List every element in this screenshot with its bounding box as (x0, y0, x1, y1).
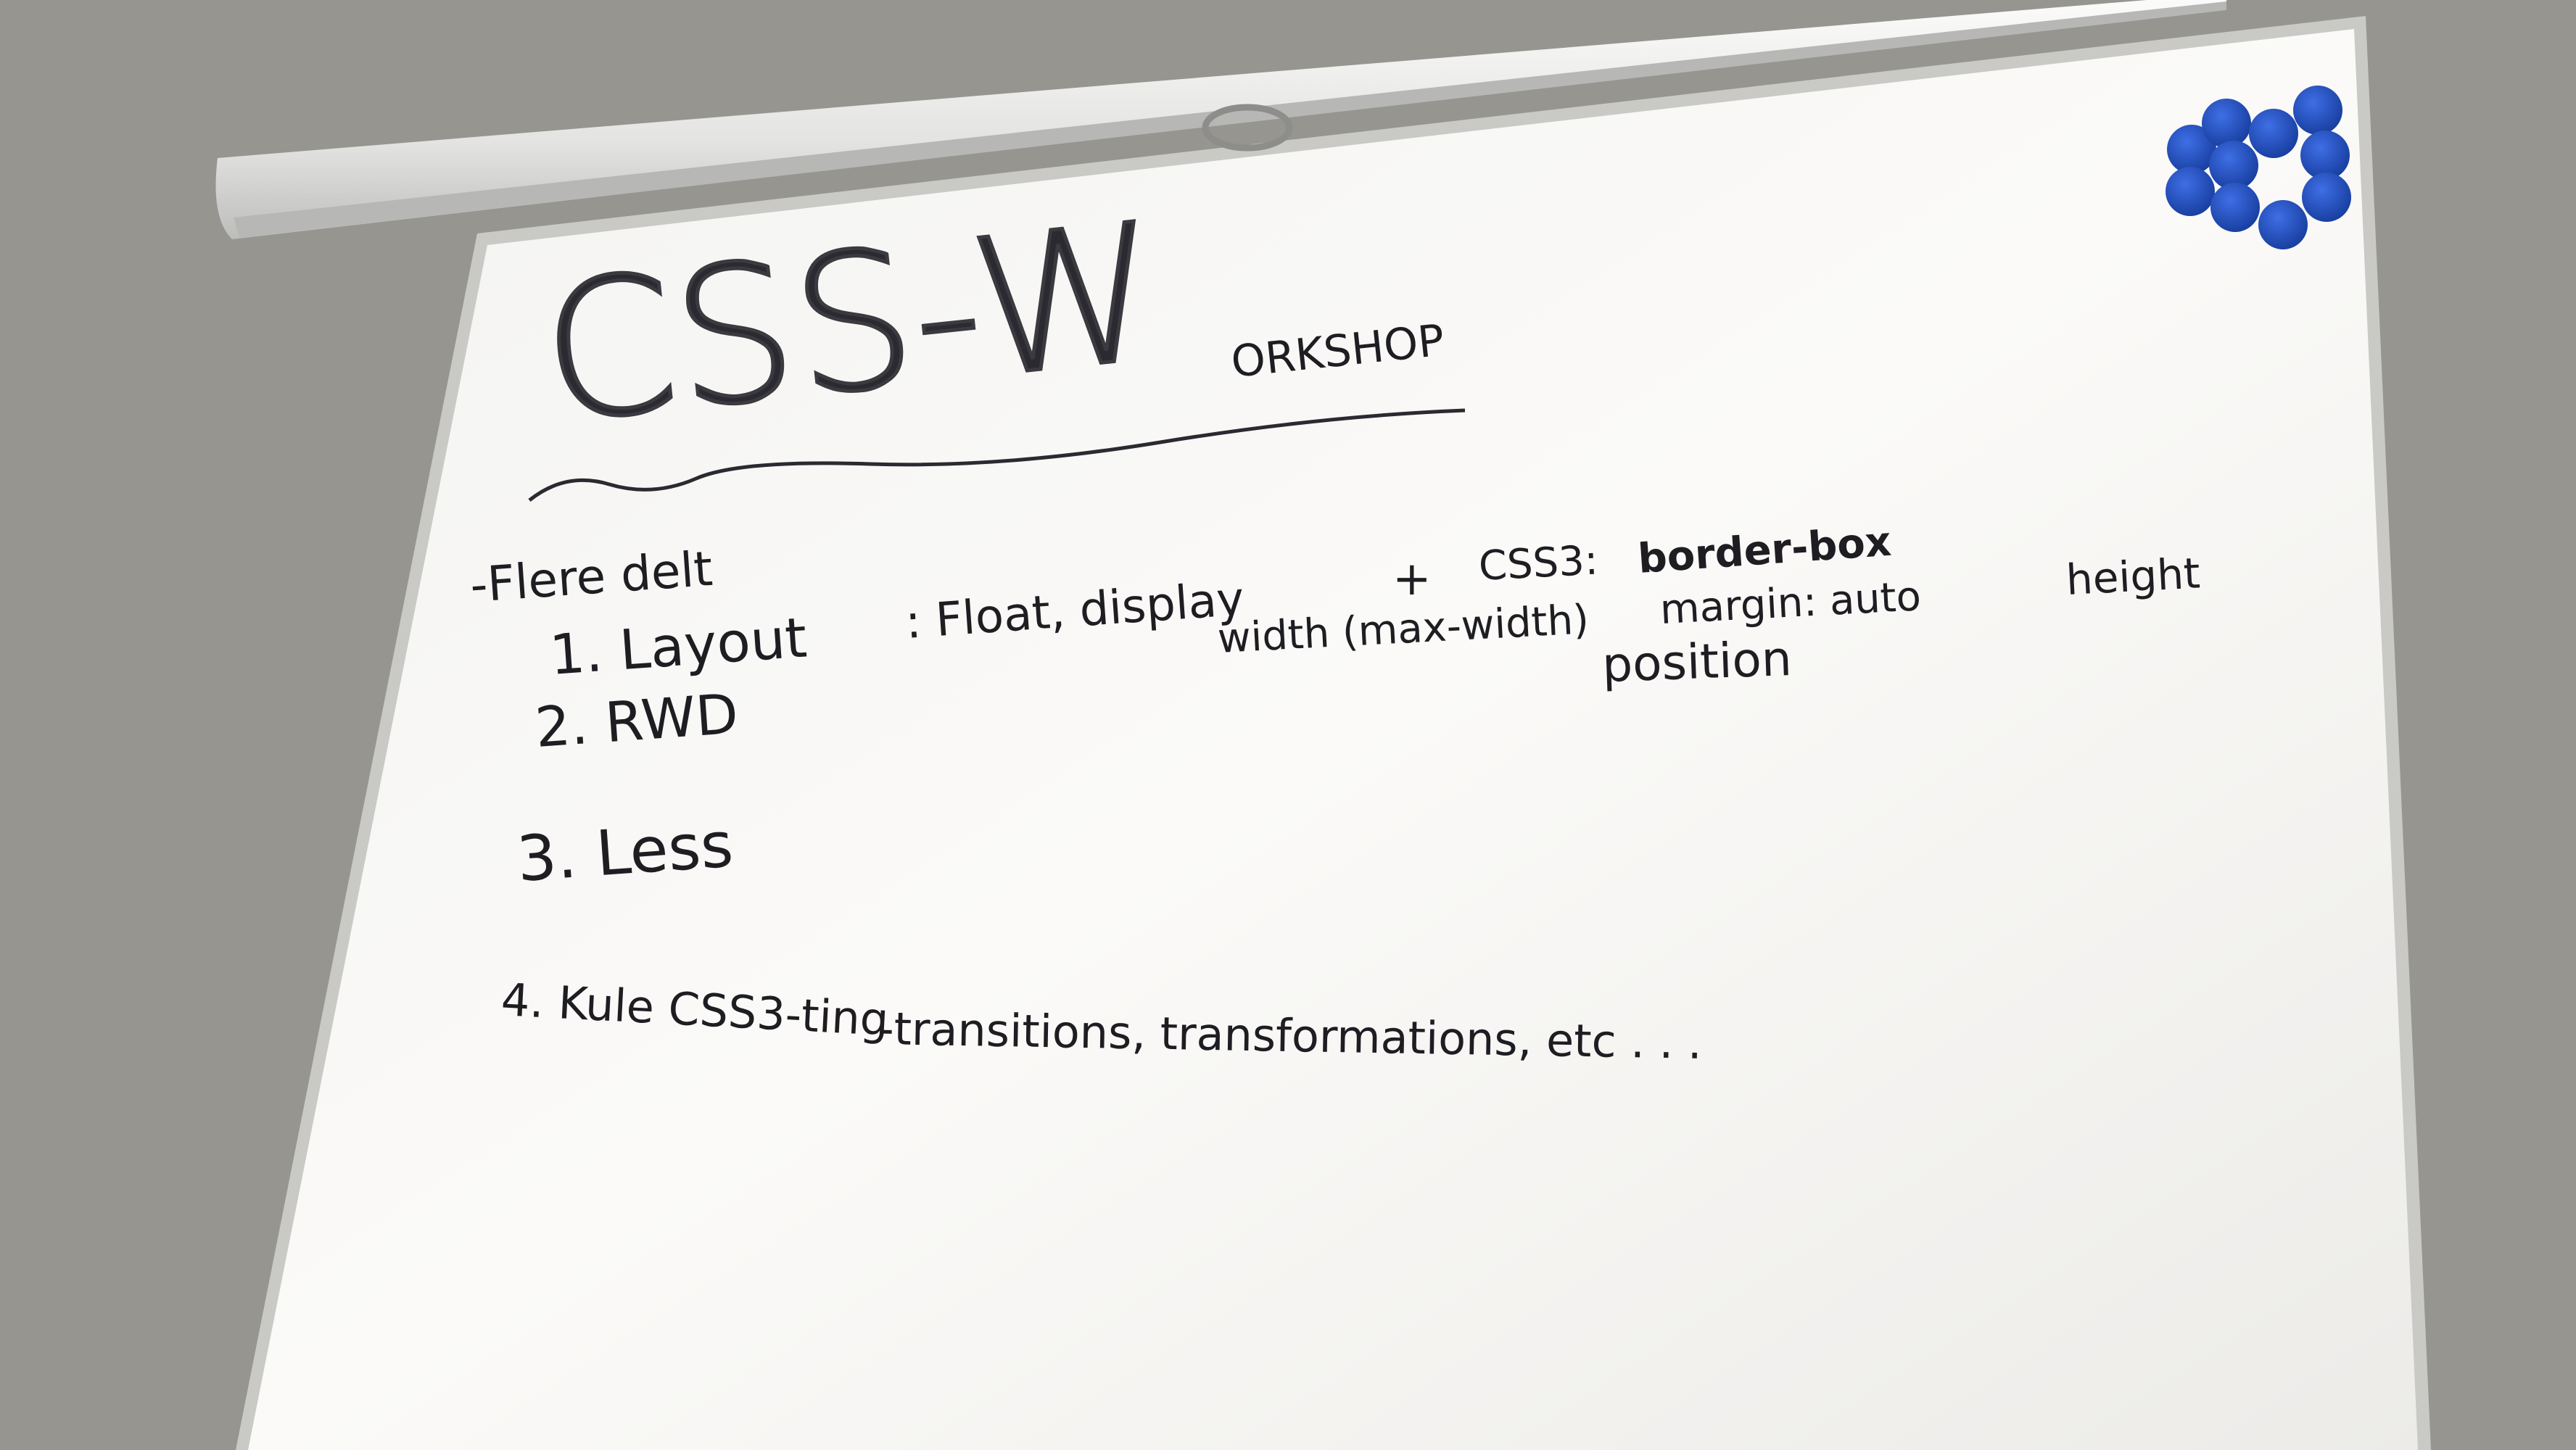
magnet (2258, 200, 2308, 249)
magnet (2202, 99, 2251, 148)
item1-position: position (1601, 631, 1793, 693)
magnet (2167, 125, 2216, 174)
title-underline (528, 408, 1466, 502)
roller-edge (234, 1, 2226, 238)
magnet (2210, 183, 2260, 232)
magnet (2300, 130, 2350, 180)
magnet (2249, 109, 2298, 158)
item2-label: 2. RWD (533, 682, 740, 760)
magnet (2293, 86, 2342, 135)
item1-css3: CSS3: (1477, 536, 1599, 590)
item3-label: 3. Less (514, 808, 735, 896)
magnet (2302, 173, 2351, 222)
magnet (2166, 167, 2215, 216)
magnet-cluster (2166, 86, 2351, 249)
whiteboard-surface (248, 29, 2418, 1450)
roller-handle (1202, 104, 1293, 152)
item1-plus: + (1392, 552, 1432, 606)
magnet (2209, 141, 2258, 190)
item1-height: height (2065, 548, 2201, 605)
